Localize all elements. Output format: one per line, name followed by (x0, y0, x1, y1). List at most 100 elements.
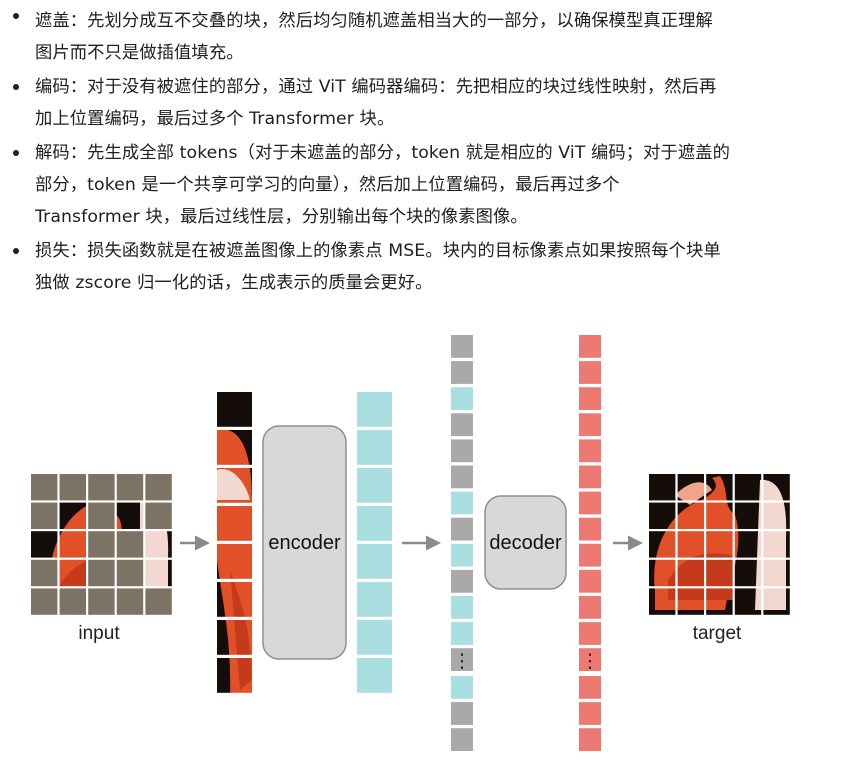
decoder-token-mask (451, 702, 473, 725)
masked-patch (116, 531, 144, 558)
decoder-token-mask (451, 335, 473, 358)
decoder-token-mask (451, 517, 473, 541)
output-token (579, 413, 601, 437)
output-token (579, 702, 601, 725)
encoder-token (357, 582, 392, 617)
target-patch (649, 474, 676, 501)
bullet-item-mask: 遮盖：先划分成互不交叠的块，然后均匀随机遮盖相当大的一部分，以确保模型真正理解 … (0, 0, 843, 69)
masked-patch (145, 474, 172, 501)
target-patch (734, 502, 762, 529)
output-token (579, 335, 601, 358)
bullet-item-loss: 损失：损失函数就是在被遮盖图像上的像素点 MSE。块内的目标像素点如果按照每个块… (0, 235, 843, 299)
bullet-line: 遮盖：先划分成互不交叠的块，然后均匀随机遮盖相当大的一部分，以确保模型真正理解 (35, 11, 713, 31)
decoder-block: decoder (484, 495, 567, 590)
decoder-output-tokens (579, 335, 601, 751)
mae-architecture-figure: input encoder ⋮ decoder ⋮ target (29, 335, 790, 751)
masked-patch (145, 588, 172, 615)
decoder-token-visible (451, 596, 473, 619)
output-token (579, 517, 601, 541)
bullet-line: 图片而不只是做插值填充。 (35, 43, 244, 63)
decoder-token-mask (451, 569, 473, 593)
patch-tile (217, 506, 252, 541)
visible-patch (59, 531, 86, 558)
decoder-token-visible (451, 622, 473, 645)
output-token (579, 465, 601, 489)
decoder-token-mask (451, 728, 473, 751)
output-token (579, 543, 601, 567)
masked-patch (59, 588, 86, 615)
target-patch (734, 588, 762, 615)
masked-patch (31, 502, 58, 529)
target-patch (677, 502, 704, 529)
target-patch (734, 531, 762, 558)
target-image-grid (649, 474, 790, 615)
masked-patch (145, 502, 172, 529)
output-token (579, 596, 601, 619)
encoder-token (357, 430, 392, 465)
target-patch (763, 531, 790, 558)
decoder-label: decoder (489, 532, 562, 554)
encoder-token (357, 544, 392, 579)
visible-patches-column (217, 392, 252, 693)
target-patch (763, 502, 790, 529)
masked-patch (88, 474, 115, 501)
output-token (579, 648, 601, 671)
encoder-block: encoder (262, 425, 347, 660)
masked-patch (88, 531, 115, 558)
output-tokens-ellipsis: ⋮ (581, 651, 600, 672)
patch-tile (217, 468, 252, 503)
bullet-line: 独做 zscore 归一化的话，生成表示的质量会更好。 (35, 273, 433, 293)
encoder-token (357, 392, 392, 427)
patch-tile (217, 582, 252, 617)
output-token (579, 491, 601, 515)
target-patch (706, 502, 733, 529)
encoder-output-tokens (357, 392, 392, 693)
target-patch (706, 474, 733, 501)
target-patch (734, 474, 762, 501)
visible-patch (116, 502, 144, 529)
masked-patch (59, 474, 86, 501)
encoder-token (357, 506, 392, 541)
output-token (579, 439, 601, 463)
decoder-token-mask (451, 413, 473, 437)
target-patch (649, 502, 676, 529)
masked-patch (88, 502, 115, 529)
input-image-grid (29, 472, 174, 617)
output-token (579, 676, 601, 699)
patch-tile (217, 544, 252, 579)
decoder-token-mask (451, 465, 473, 489)
target-patch (649, 531, 676, 558)
masked-patch (116, 559, 144, 587)
visible-patch (145, 531, 172, 558)
decoder-token-visible (451, 676, 473, 699)
bullet-line: Transformer 块，最后过线性层，分别输出每个块的像素图像。 (35, 207, 528, 227)
decoder-token-mask (451, 648, 473, 671)
masked-patch (31, 474, 58, 501)
input-label: input (78, 623, 120, 644)
bullet-line: 加上位置编码，最后过多个 Transformer 块。 (35, 109, 395, 129)
patch-tile (217, 430, 252, 465)
decoder-token-visible (451, 543, 473, 567)
target-patch (677, 588, 704, 615)
patch-tile (217, 620, 252, 655)
output-token (579, 569, 601, 593)
target-patch (706, 559, 733, 587)
target-patch (649, 588, 676, 615)
visible-patch (145, 559, 172, 587)
masked-patch (88, 588, 115, 615)
output-token (579, 361, 601, 384)
masked-patch (31, 559, 58, 587)
patch-tile (217, 658, 252, 693)
decoder-tokens-ellipsis: ⋮ (453, 651, 472, 672)
target-patch (677, 559, 704, 587)
encoder-label: encoder (268, 532, 341, 554)
patch-tile (217, 392, 252, 427)
target-patch (677, 531, 704, 558)
target-patch (734, 559, 762, 587)
decoder-token-visible (451, 491, 473, 515)
bullet-item-encode: 编码：对于没有被遮住的部分，通过 ViT 编码器编码：先把相应的块过线性映射，然… (0, 71, 843, 135)
bullet-line: 损失：损失函数就是在被遮盖图像上的像素点 MSE。块内的目标像素点如果按照每个块… (35, 241, 721, 261)
target-label: target (693, 623, 742, 644)
target-patch (763, 559, 790, 587)
output-token (579, 728, 601, 751)
